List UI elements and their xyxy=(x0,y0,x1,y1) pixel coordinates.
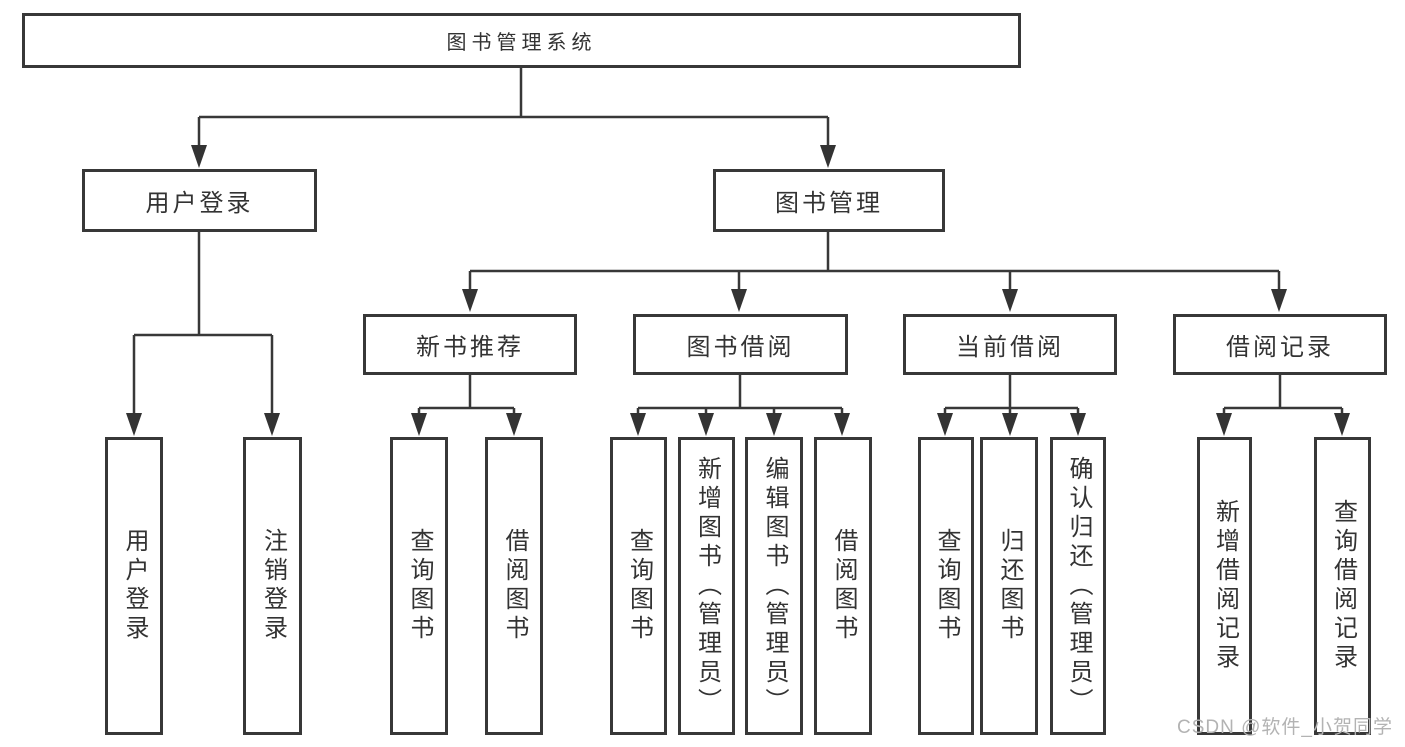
node-label: 注销登录 xyxy=(259,528,287,644)
node-current-borrowing: 当前借阅 xyxy=(903,314,1117,375)
node-label: 确认归还（管理员） xyxy=(1065,455,1092,717)
node-label: 新书推荐 xyxy=(416,334,524,361)
node-new-book-recommendation: 新书推荐 xyxy=(363,314,577,375)
node-label: 查询图书 xyxy=(933,528,960,644)
leaf-bb-query-books: 查询图书 xyxy=(610,437,667,735)
node-root-system: 图书管理系统 xyxy=(22,13,1021,68)
node-label: 图书借阅 xyxy=(686,334,795,361)
leaf-nb-query-books: 查询图书 xyxy=(390,437,448,735)
node-label: 查询图书 xyxy=(406,528,433,644)
node-label: 新增借阅记录 xyxy=(1211,499,1239,673)
leaf-user-login: 用户登录 xyxy=(105,437,163,735)
node-label: 图书管理 xyxy=(775,190,883,217)
csdn-watermark: CSDN @软件_小贺同学 xyxy=(1177,717,1393,738)
leaf-cb-query-books: 查询图书 xyxy=(918,437,974,735)
node-book-management: 图书管理 xyxy=(713,169,945,232)
node-label: 当前借阅 xyxy=(956,334,1064,361)
leaf-br-query-record: 查询借阅记录 xyxy=(1314,437,1371,735)
leaf-cb-confirm-return-admin: 确认归还（管理员） xyxy=(1050,437,1106,735)
leaf-logout: 注销登录 xyxy=(243,437,302,735)
node-label: 借阅图书 xyxy=(830,528,857,644)
node-borrowing-records: 借阅记录 xyxy=(1173,314,1387,375)
leaf-bb-borrow-books: 借阅图书 xyxy=(814,437,872,735)
node-label: 归还图书 xyxy=(996,528,1023,644)
node-book-borrowing: 图书借阅 xyxy=(633,314,848,375)
node-label: 编辑图书（管理员） xyxy=(761,455,788,717)
leaf-cb-return-books: 归还图书 xyxy=(980,437,1038,735)
node-label: 新增图书（管理员） xyxy=(693,455,721,717)
node-label: 查询借阅记录 xyxy=(1329,499,1357,673)
node-label: 借阅记录 xyxy=(1226,334,1334,361)
leaf-bb-edit-books-admin: 编辑图书（管理员） xyxy=(745,437,803,735)
node-label: 查询图书 xyxy=(625,528,653,644)
leaf-br-add-record: 新增借阅记录 xyxy=(1197,437,1252,735)
node-label: 借阅图书 xyxy=(501,528,528,644)
node-label: 用户登录 xyxy=(145,190,254,217)
leaf-nb-borrow-books: 借阅图书 xyxy=(485,437,543,735)
node-user-login: 用户登录 xyxy=(82,169,317,232)
node-label: 用户登录 xyxy=(121,528,148,644)
node-label: 图书管理系统 xyxy=(446,32,597,54)
leaf-bb-add-books-admin: 新增图书（管理员） xyxy=(678,437,735,735)
